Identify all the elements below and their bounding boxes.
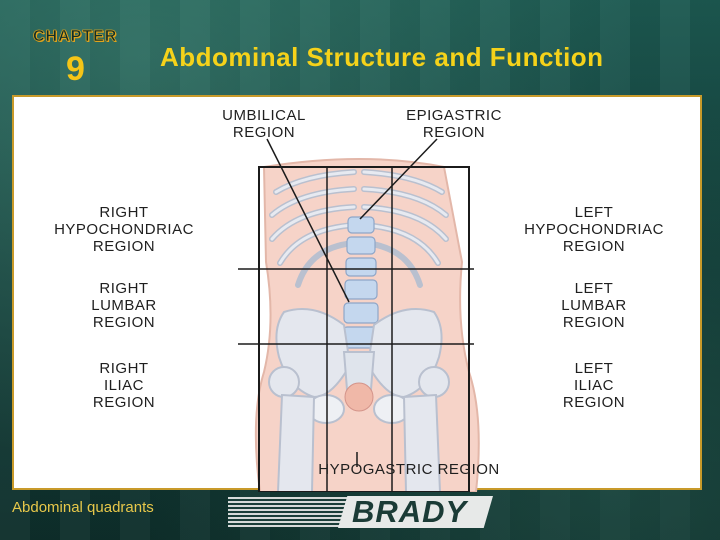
label-hypogastric-region: HYPOGASTRIC REGION [318,461,500,478]
pubic-area [344,382,374,412]
region-grid [258,166,470,492]
figure-caption: Abdominal quadrants [12,499,154,516]
abdominal-regions-illustration [238,138,480,492]
brand-stripes [228,497,348,527]
label-umbilical-region: UMBILICAL REGION [222,107,306,141]
region-grid-lines [238,167,474,492]
femurs [268,366,450,492]
brand-logo: BRADY [352,494,468,529]
label-right-lumbar-region: RIGHT LUMBAR REGION [91,280,157,331]
slide-title: Abdominal Structure and Function [160,42,604,72]
label-right-iliac-region: RIGHT ILIAC REGION [92,360,156,411]
spine [342,216,380,349]
label-left-lumbar-region: LEFT LUMBAR REGION [561,280,627,331]
pointer-lines [266,138,438,467]
label-right-hypochondriac-region: RIGHT HYPOCHONDRIAC REGION [54,204,194,255]
label-left-hypochondriac-region: LEFT HYPOCHONDRIAC REGION [524,204,664,255]
chapter-label: CHAPTER [33,28,118,46]
label-epigastric-region: EPIGASTRIC REGION [406,107,502,141]
chapter-number: 9 [66,50,85,88]
brand-logo-plate [338,496,493,528]
diagram-frame: UMBILICAL REGION EPIGASTRIC REGION RIGHT… [12,95,702,492]
label-left-iliac-region: LEFT ILIAC REGION [562,360,626,411]
